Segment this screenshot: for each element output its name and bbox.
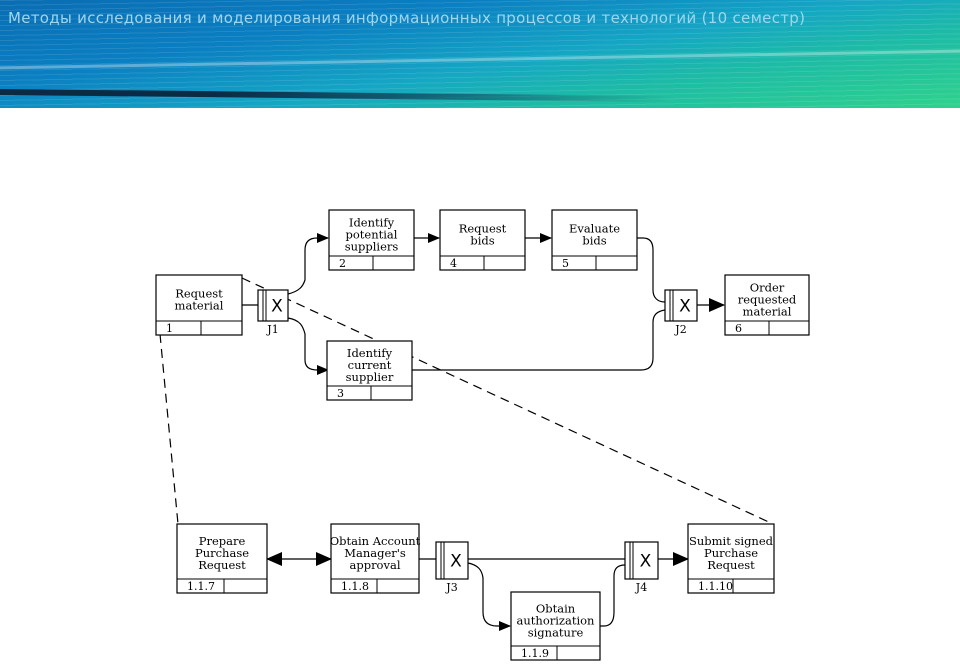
box-number: 6 [735,322,742,335]
box-frame [326,340,413,401]
box-label-line: Identify [347,346,393,360]
box-label-line: signature [528,626,584,640]
box-label-line: current [348,358,392,372]
connectors-bottom [266,552,689,631]
box-number: 1.1.7 [187,580,215,593]
box-label-line: Request [707,558,755,572]
junction-type-symbol: X [679,297,691,317]
junction-label: J1 [266,323,278,336]
box-number: 2 [339,257,346,270]
box-number: 5 [562,257,569,270]
box-number: 3 [337,387,344,400]
box-frame [510,591,601,661]
junction-type-symbol: X [450,552,462,572]
link-j1-to-3 [287,317,329,375]
box-label-line: Purchase [704,546,758,560]
decomposition-lines [159,277,774,525]
box-label-line: Request [459,222,507,236]
box-frame [328,209,415,271]
link-119-to-j4 [600,564,626,627]
box-number: 1.1.8 [341,580,369,593]
box-label-line: material [175,299,224,313]
box-number: 1 [166,322,173,335]
box-label-line: Prepare [199,534,246,548]
slide-header: Методы исследования и моделирования инфо… [0,0,960,108]
box-label-line: Manager's [344,546,406,560]
process-boxes: Requestmaterial1Identifypotentialsupplie… [155,209,810,661]
box-label-line: Obtain Account [330,534,421,548]
box-frame [176,523,268,594]
box-label-line: approval [349,558,400,572]
box-label-line: potential [346,228,398,242]
box-number: 4 [450,257,457,270]
box-label-line: Order [750,281,785,295]
junction-j3[interactable]: X J3 [435,541,469,594]
box-label-line: Evaluate [569,222,620,236]
slide-title: Методы исследования и моделирования инфо… [8,9,806,27]
junction-type-symbol: X [640,552,652,572]
box-label-line: authorization [517,614,596,628]
link-5-to-j2 [637,237,666,303]
decomposition-line-left [159,333,179,525]
box-label-line: material [743,305,792,319]
junction-label: J2 [674,323,686,336]
junction-j2[interactable]: X J2 [664,289,698,336]
decomposition-line-right [241,277,774,525]
box-label-line: Request [198,558,246,572]
box-label-line: bids [582,234,606,248]
junction-type-symbol: X [271,297,283,317]
box-frame [439,209,526,271]
box-label-line: requested [738,293,797,307]
box-label-line: supplier [346,370,394,384]
connectors-top [242,233,725,375]
junction-label: J3 [445,581,457,594]
box-number: 1.1.9 [521,647,549,660]
box-frame [330,523,420,594]
junction-j4[interactable]: X J4 [624,541,659,594]
box-label-line: Purchase [195,546,249,560]
box-frame [551,209,638,271]
link-3-to-j2 [412,309,666,371]
box-label-line: Identify [349,216,395,230]
link-j3-to-119 [467,562,511,631]
box-label-line: suppliers [345,240,399,254]
box-frame [724,274,810,336]
box-label-line: bids [470,234,494,248]
box-label-line: Request [175,287,223,301]
junction-label: J4 [635,581,647,594]
box-label-line: Obtain [536,602,576,616]
box-frame [687,523,775,594]
junction-j1[interactable]: X J1 [257,289,289,336]
box-number: 1.1.10 [698,580,733,593]
link-j1-to-2 [287,233,329,295]
box-label-line: Submit signed [689,534,774,548]
